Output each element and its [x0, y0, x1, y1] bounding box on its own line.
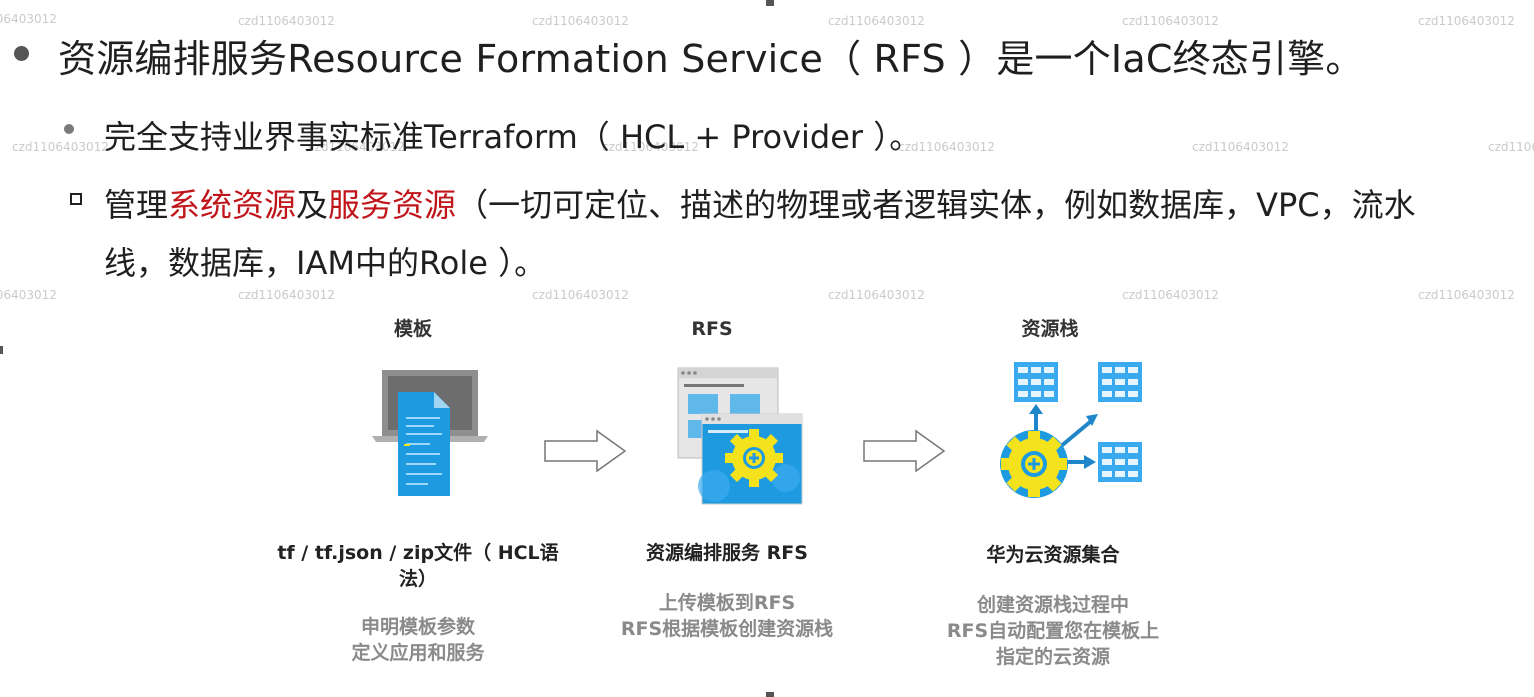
watermark: czd1106403012 — [1488, 140, 1534, 154]
watermark: czd1106403012 — [12, 140, 109, 154]
watermark: czd1106403012 — [0, 12, 57, 26]
rfs-title: RFS — [691, 318, 733, 340]
corner-mark — [0, 346, 3, 354]
template-document-icon — [372, 370, 488, 496]
template-name-line1: tf / tf.json / zip文件（ HCL语 — [277, 542, 559, 564]
watermark: czd1106403012 — [828, 14, 925, 28]
template-name: tf / tf.json / zip文件（ HCL语 法） — [268, 540, 568, 592]
template-desc-line2: 定义应用和服务 — [351, 642, 485, 664]
rfs-name: 资源编排服务 RFS — [646, 542, 808, 564]
arrow-right-icon — [544, 429, 627, 473]
resource-stack-icon — [1000, 362, 1142, 498]
bullet-level3-continuation: 线，数据库，IAM中的Role ）。 — [104, 244, 547, 282]
bullet-level3: 管理系统资源及服务资源（一切可定位、描述的物理或者逻辑实体，例如数据库，VPC，… — [104, 180, 1416, 226]
bullet-level2: 完全支持业界事实标准Terraform（ HCL + Provider ）。 — [104, 118, 922, 156]
rfs-desc-line1: 上传模板到RFS — [658, 592, 796, 614]
stack-desc-line1: 创建资源栈过程中 — [976, 594, 1129, 616]
rfs-desc-line2: RFS根据模板创建资源栈 — [620, 618, 834, 640]
watermark: czd1106403012 — [1192, 140, 1289, 154]
bullet-level1: 资源编排服务Resource Formation Service（ RFS ）是… — [58, 37, 1364, 81]
watermark: czd1106403012 — [238, 288, 335, 302]
stack-desc-line3: 指定的云资源 — [995, 646, 1110, 668]
watermark: czd1106403012 — [238, 14, 335, 28]
corner-mark — [766, 0, 774, 6]
watermark: czd1106403012 — [308, 140, 405, 154]
bullet-level3-middle: 及 — [296, 186, 329, 224]
rfs-description: 上传模板到RFS RFS根据模板创建资源栈 — [607, 590, 847, 642]
stack-desc-line2: RFS自动配置您在模板上 — [946, 620, 1160, 642]
stack-description: 创建资源栈过程中 RFS自动配置您在模板上 指定的云资源 — [928, 592, 1178, 670]
corner-mark — [766, 692, 774, 697]
template-desc-line1: 申明模板参数 — [360, 616, 475, 638]
watermark: czd1106403012 — [532, 14, 629, 28]
bullet-level3-suffix: （一切可定位、描述的物理或者逻辑实体，例如数据库，VPC，流水 — [456, 186, 1416, 224]
watermark: czd1106403012 — [1418, 14, 1515, 28]
bullet-dot-icon — [64, 124, 74, 134]
watermark: czd1106403012 — [1122, 14, 1219, 28]
template-title: 模板 — [393, 318, 432, 340]
watermark: czd1106403012 — [898, 140, 995, 154]
watermark: czd1106403012 — [602, 140, 699, 154]
watermark: czd1106403012 — [532, 288, 629, 302]
watermark: czd1106403012 — [1418, 288, 1515, 302]
watermark: czd1106403012 — [0, 288, 57, 302]
rfs-service-icon — [677, 367, 803, 505]
template-description: 申明模板参数 定义应用和服务 — [318, 614, 518, 666]
highlight-service-resources: 服务资源 — [328, 186, 457, 224]
watermark: czd1106403012 — [828, 288, 925, 302]
stack-name: 华为云资源集合 — [986, 544, 1120, 566]
highlight-system-resources: 系统资源 — [168, 186, 297, 224]
template-name-line2: 法） — [398, 568, 437, 590]
bullet-level3-prefix: 管理 — [104, 186, 169, 224]
bullet-square-icon — [70, 193, 82, 205]
bullet-dot-icon — [14, 46, 29, 61]
stack-title: 资源栈 — [1021, 318, 1079, 340]
watermark: czd1106403012 — [1122, 288, 1219, 302]
arrow-right-icon — [863, 429, 946, 473]
